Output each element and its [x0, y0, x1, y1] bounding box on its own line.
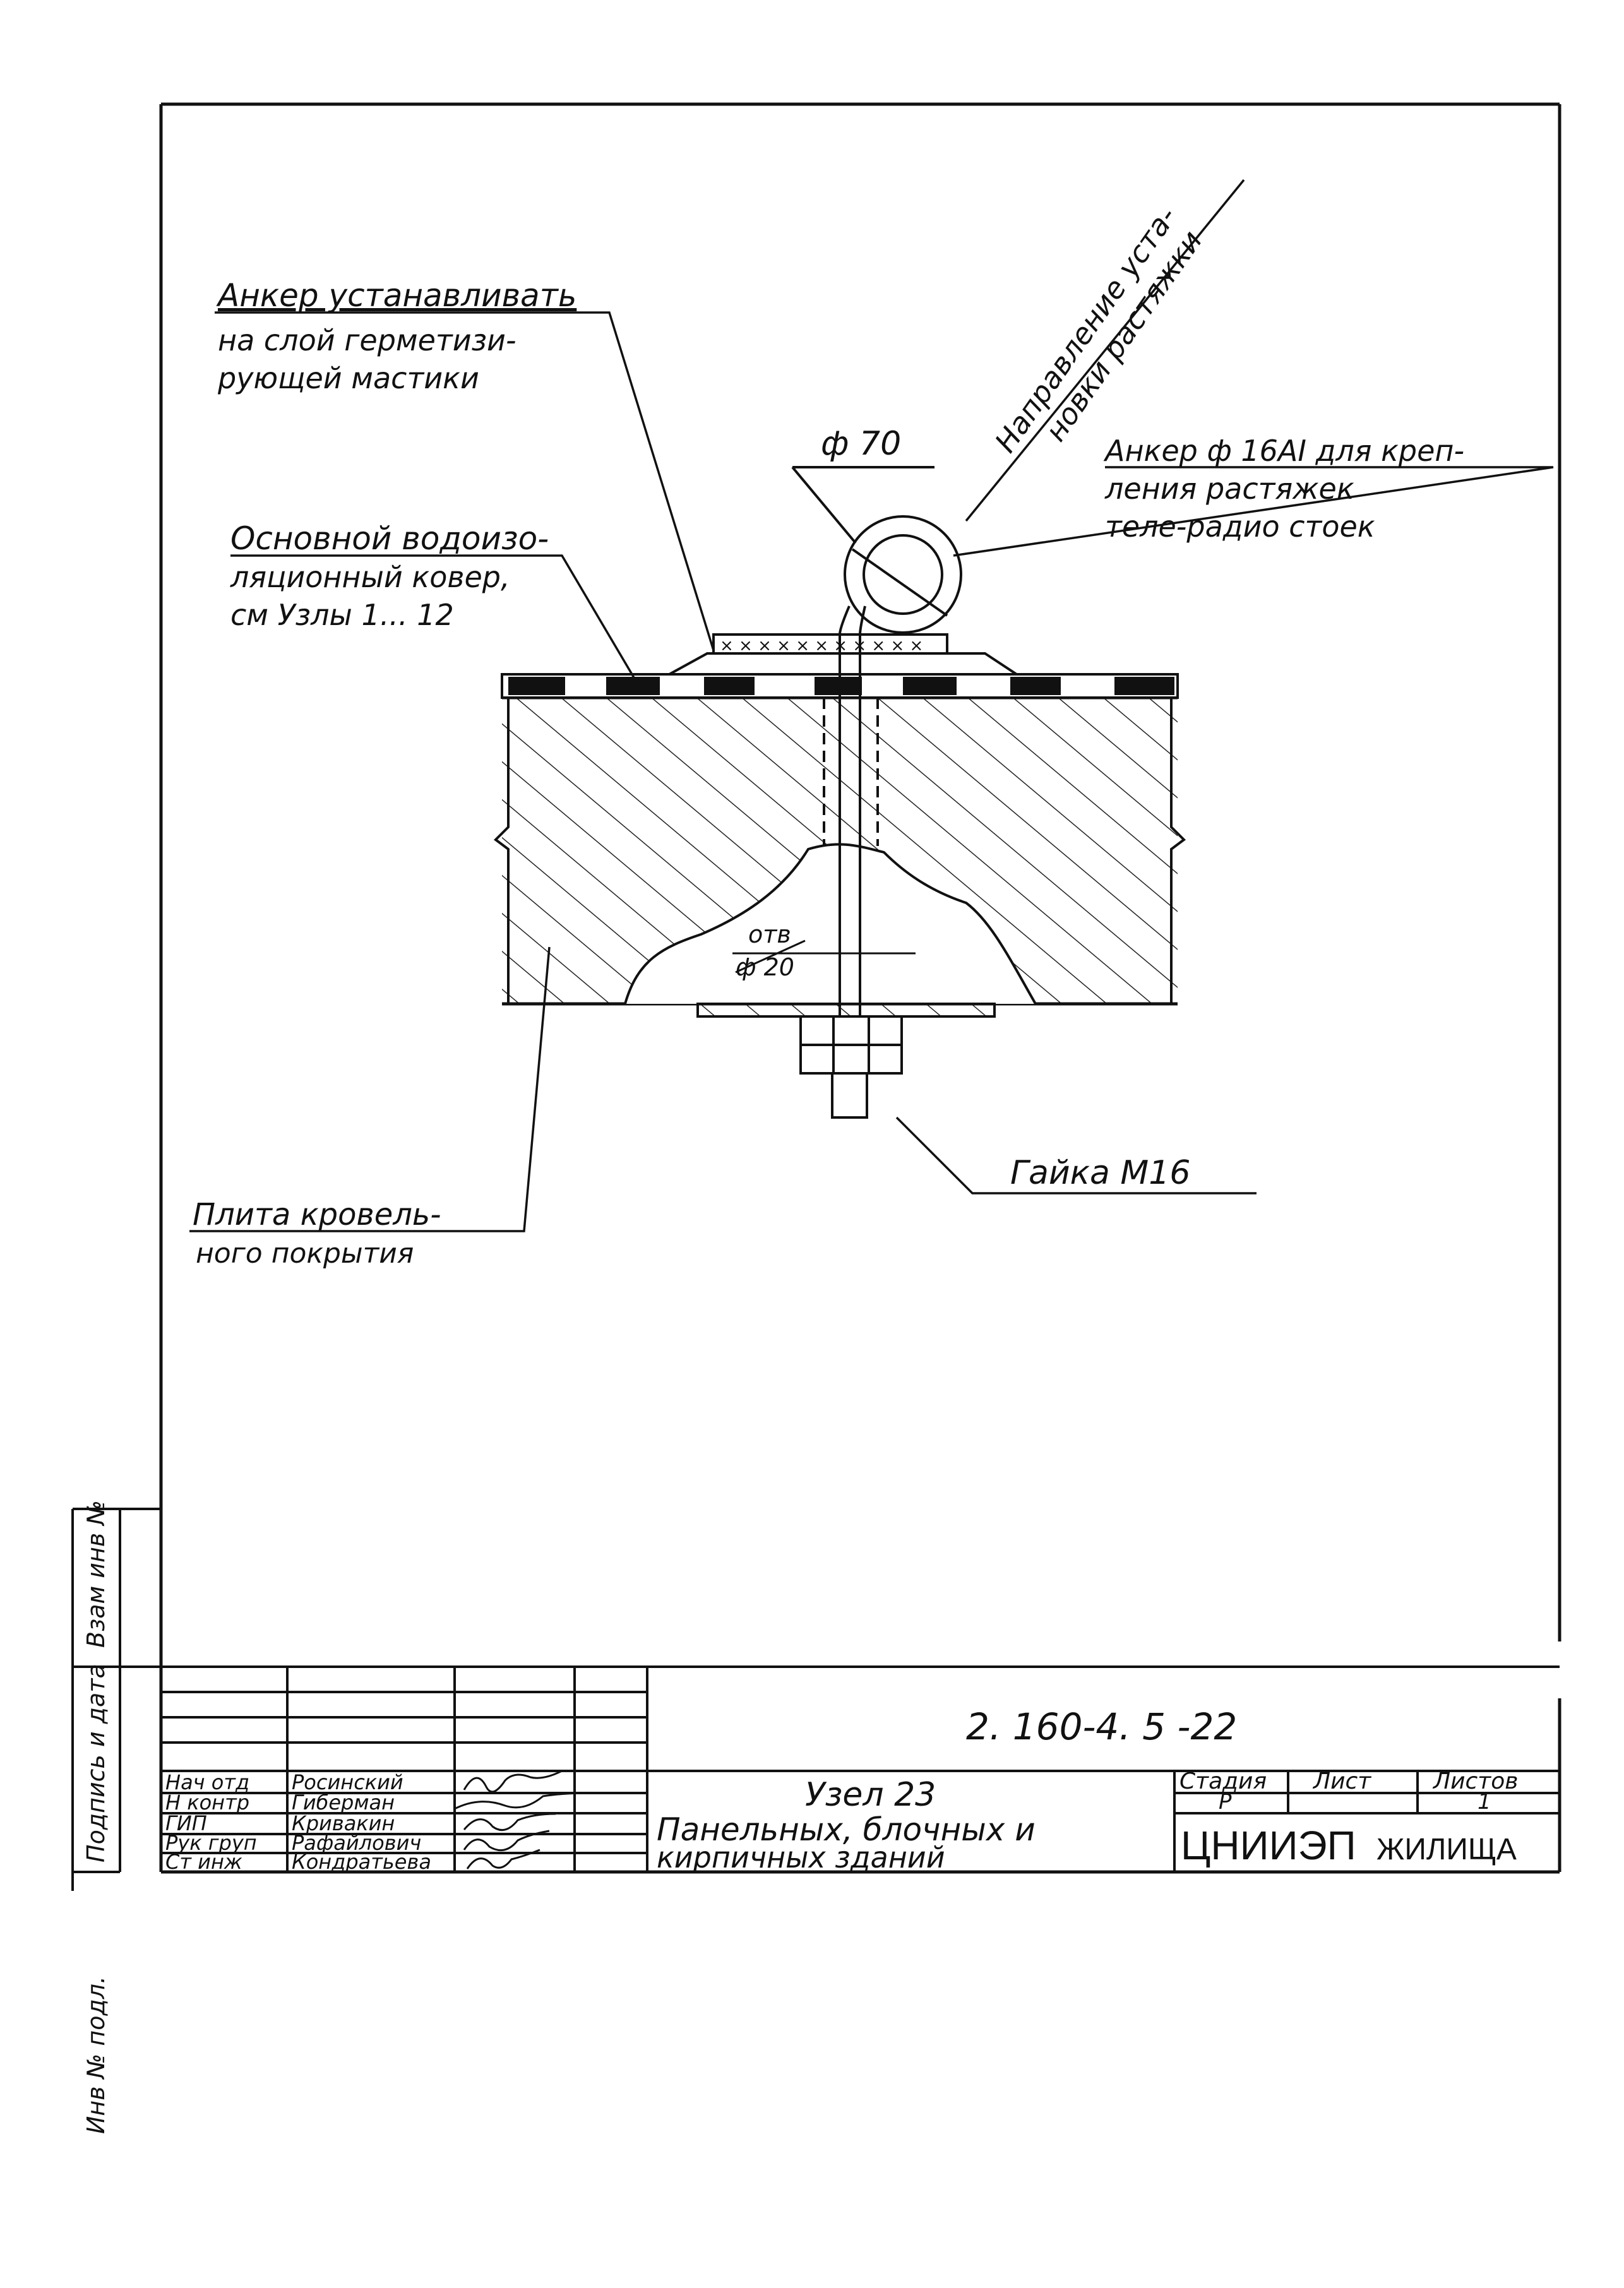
stage-header: Стадия — [1179, 1768, 1267, 1794]
svg-text:Узел 23: Узел 23 — [805, 1776, 936, 1814]
svg-text:Кривакин: Кривакин — [292, 1811, 395, 1835]
callout-slab: Плита кровель- ного покрытия — [193, 1197, 441, 1270]
svg-text:Ст инж: Ст инж — [165, 1850, 242, 1874]
svg-text:Панельных, блочных и: Панельных, блочных и — [657, 1811, 1036, 1848]
org-suffix: ЖИЛИЩА — [1376, 1833, 1517, 1866]
stage-value: Р — [1219, 1789, 1232, 1814]
signer-rows: Нач отд Росинский Н контр Гиберман ГИП К… — [165, 1770, 431, 1874]
svg-text:Кондратьева: Кондратьева — [292, 1850, 431, 1874]
svg-text:Плита кровель-: Плита кровель- — [193, 1197, 441, 1232]
sheets-header: Листов — [1432, 1768, 1518, 1794]
bottom-plate-and-nuts — [696, 1003, 996, 1119]
svg-text:Анкер устанавливать: Анкер устанавливать — [216, 277, 576, 314]
leader-lines — [189, 179, 1554, 1232]
svg-text:Направление уста-: Направление уста- — [988, 200, 1183, 458]
side-stamp-inv-number: Инв № подл. — [82, 1976, 110, 2134]
svg-text:кирпичных зданий: кирпичных зданий — [657, 1840, 945, 1874]
svg-text:Рафайлович: Рафайлович — [292, 1831, 421, 1855]
hole-dimension — [732, 939, 916, 974]
hole-label-bottom: ф 20 — [736, 953, 794, 981]
svg-text:Росинский: Росинский — [292, 1770, 403, 1794]
drawing-title: Узел 23 Панельных, блочных и кирпичных з… — [657, 1776, 1036, 1874]
svg-text:рующей мастики: рующей мастики — [217, 361, 479, 395]
svg-text:ного покрытия: ного покрытия — [196, 1237, 414, 1270]
anchor-plate: × × × × × × × × × × × — [669, 633, 1021, 676]
sheets-value: 1 — [1478, 1789, 1491, 1814]
svg-text:теле-радио стоек: теле-радио стоек — [1105, 509, 1375, 544]
callout-waterproof: Основной водоизо- ляционный ковер, см Уз… — [230, 520, 549, 632]
svg-text:Нач отд: Нач отд — [165, 1770, 249, 1794]
svg-text:ления растяжек: ления растяжек — [1104, 472, 1354, 506]
svg-text:Основной водоизо-: Основной водоизо- — [230, 520, 549, 557]
svg-text:ляционный ковер,: ляционный ковер, — [230, 560, 510, 594]
svg-text:на слой герметизи-: на слой герметизи- — [218, 323, 516, 357]
loop-diameter-dimension — [791, 466, 934, 544]
sheet-frame — [159, 102, 1561, 1874]
callout-anchor-install: Анкер устанавливать на слой герметизи- р… — [216, 277, 576, 395]
svg-text:× × × × × × × × × × ×: × × × × × × × × × × × — [720, 636, 923, 655]
callout-anchor-spec: Анкер ф 16АI для креп- ления растяжек те… — [1103, 434, 1464, 544]
svg-text:Анкер ф 16АI для креп-: Анкер ф 16АI для креп- — [1103, 434, 1464, 468]
loop-diameter-label: ф 70 — [821, 425, 901, 463]
side-stamp-grid — [71, 1508, 161, 1891]
svg-text:Гиберман: Гиберман — [292, 1790, 395, 1814]
svg-text:Рук груп: Рук груп — [165, 1831, 257, 1855]
side-stamp-sign-date: Подпись и дата — [82, 1664, 110, 1862]
callout-nut: Гайка М16 — [1010, 1154, 1190, 1192]
svg-text:ГИП: ГИП — [165, 1811, 207, 1835]
side-stamp-replace-inv: Взам инв № — [82, 1500, 110, 1648]
hole-label-top: отв — [748, 921, 791, 948]
svg-text:см Узлы 1... 12: см Узлы 1... 12 — [230, 598, 454, 632]
svg-text:Н контр: Н контр — [165, 1790, 249, 1814]
signatures — [454, 1770, 594, 1869]
doc-code: 2. 160-4. 5 -22 — [966, 1705, 1237, 1748]
title-block-grid — [161, 1665, 1560, 1872]
org-name: ЦНИИЭП — [1181, 1823, 1356, 1868]
sheet-header: Лист — [1312, 1768, 1371, 1794]
